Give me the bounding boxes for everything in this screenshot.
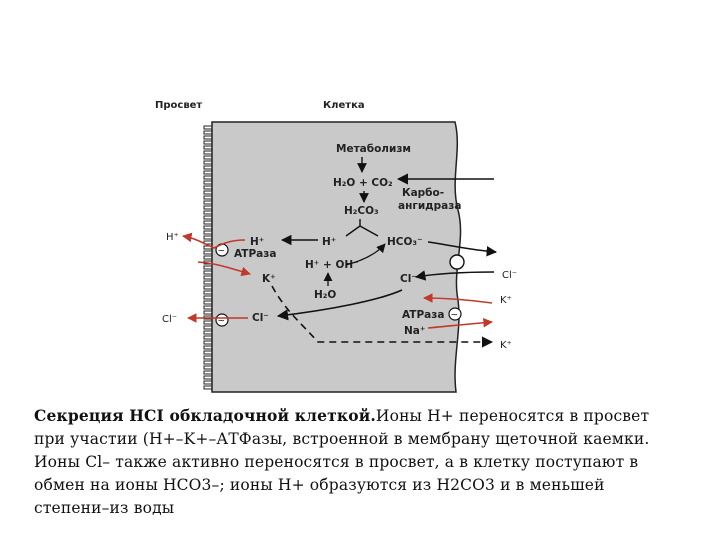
microvillus [203,235,212,240]
k-plus-blood-2-label: K⁺ [500,340,512,351]
microvillus [203,330,212,335]
microvillus [203,265,212,270]
microvillus [203,325,212,330]
microvillus [203,175,212,180]
microvillus [203,275,212,280]
hco3-label: HCO₃⁻ [387,236,423,248]
microvillus [203,370,212,375]
h2co3-label: H₂CO₃ [344,205,379,217]
k-uptake-red-arrow [197,261,251,277]
microvillus [203,300,212,305]
metabolism-label: Метаболизм [336,143,411,155]
caption-text: Ионы H+ переносятся в просвет при участи… [34,407,650,517]
atpase-right-label: ATPаза [402,309,444,321]
dissociation-fork [345,219,379,237]
cl-cell-right-label: Cl⁻ [400,273,417,285]
anion-exchanger [449,254,465,270]
microvillus [203,180,212,185]
cl-entry-arrow [414,270,495,281]
microvillus [203,145,212,150]
oh-to-hco3-arrow [345,243,386,266]
microvillus [203,255,212,260]
cl-lumen-label: Cl⁻ [162,314,177,325]
cl-to-apical-arrow [276,289,403,321]
microvillus [203,345,212,350]
na-exit-red-arrow [427,317,493,329]
h-plus-cell-label: H⁺ [250,236,264,248]
microvillus [203,200,212,205]
microvillus [203,295,212,300]
microvillus [203,320,212,325]
microvillus [203,375,212,380]
cl-cell-left-label: Cl⁻ [252,312,269,324]
microvillus [203,230,212,235]
carbonic-anhydrase-label-2: ангидраза [398,200,461,212]
k-entry-red-arrow [423,293,493,304]
microvillus [203,125,212,130]
k-plus-blood-1-label: K⁺ [500,295,512,306]
microvillus [203,140,212,145]
water-co2-label: H₂O + CO₂ [333,177,393,189]
hcl-secretion-diagram: Просвет Клетка Метаболизм H₂O + CO₂ Карб… [155,100,517,393]
na-plus-label: Na⁺ [404,325,425,337]
microvillus [203,165,212,170]
atpase-left-label: ATPаза [234,248,276,260]
microvillus [203,335,212,340]
microvillus [203,130,212,135]
hco3-exit-arrow [427,241,498,257]
microvillus [203,380,212,385]
microvillus [203,150,212,155]
microvillus [203,270,212,275]
microvillus [203,225,212,230]
h2o-label: H₂O [314,289,336,301]
h-oh-label: H⁺ + OH⁻ [305,259,359,271]
cl-blood-label: Cl⁻ [502,270,517,281]
h-secretion-arrow [182,232,246,249]
microvillus [203,305,212,310]
microvillus [203,310,212,315]
h-plus-lumen-label: H⁺ [166,232,179,243]
microvillus [203,205,212,210]
microvillus [203,160,212,165]
microvillus [203,285,212,290]
microvillus [203,385,212,390]
microvillus [203,290,212,295]
microvillus [203,215,212,220]
basolateral-atpase-pump [448,307,462,321]
microvillus [203,350,212,355]
microvillus [203,135,212,140]
microvillus [203,365,212,370]
lumen-label: Просвет [155,100,202,111]
apical-cl-channel-symbol: ~ [218,317,226,327]
figure-caption: Секреция HCI обкладочной клеткой.Ионы H+… [34,404,674,520]
microvillus [203,280,212,285]
microvillus [203,220,212,225]
microvillus [203,355,212,360]
microvillus [203,340,212,345]
brush-border-microvilli [203,125,212,390]
apical-atpase-symbol: ~ [218,247,226,257]
microvillus [203,360,212,365]
apical-cl-channel [215,313,229,327]
cell-label: Клетка [323,100,365,111]
microvillus [203,195,212,200]
carbonic-anhydrase-label-1: Карбо- [402,187,444,199]
microvillus [203,210,212,215]
basolateral-atpase-symbol: ~ [451,311,459,321]
microvillus [203,170,212,175]
microvillus [203,185,212,190]
k-recycle-dashed-path [271,285,494,348]
caption-title: Секреция HCI обкладочной клеткой. [34,406,376,425]
microvillus [203,155,212,160]
microvillus [203,190,212,195]
h-plus-mid-label: H⁺ [322,236,336,248]
k-plus-cell-label: K⁺ [262,273,276,285]
microvillus [203,250,212,255]
